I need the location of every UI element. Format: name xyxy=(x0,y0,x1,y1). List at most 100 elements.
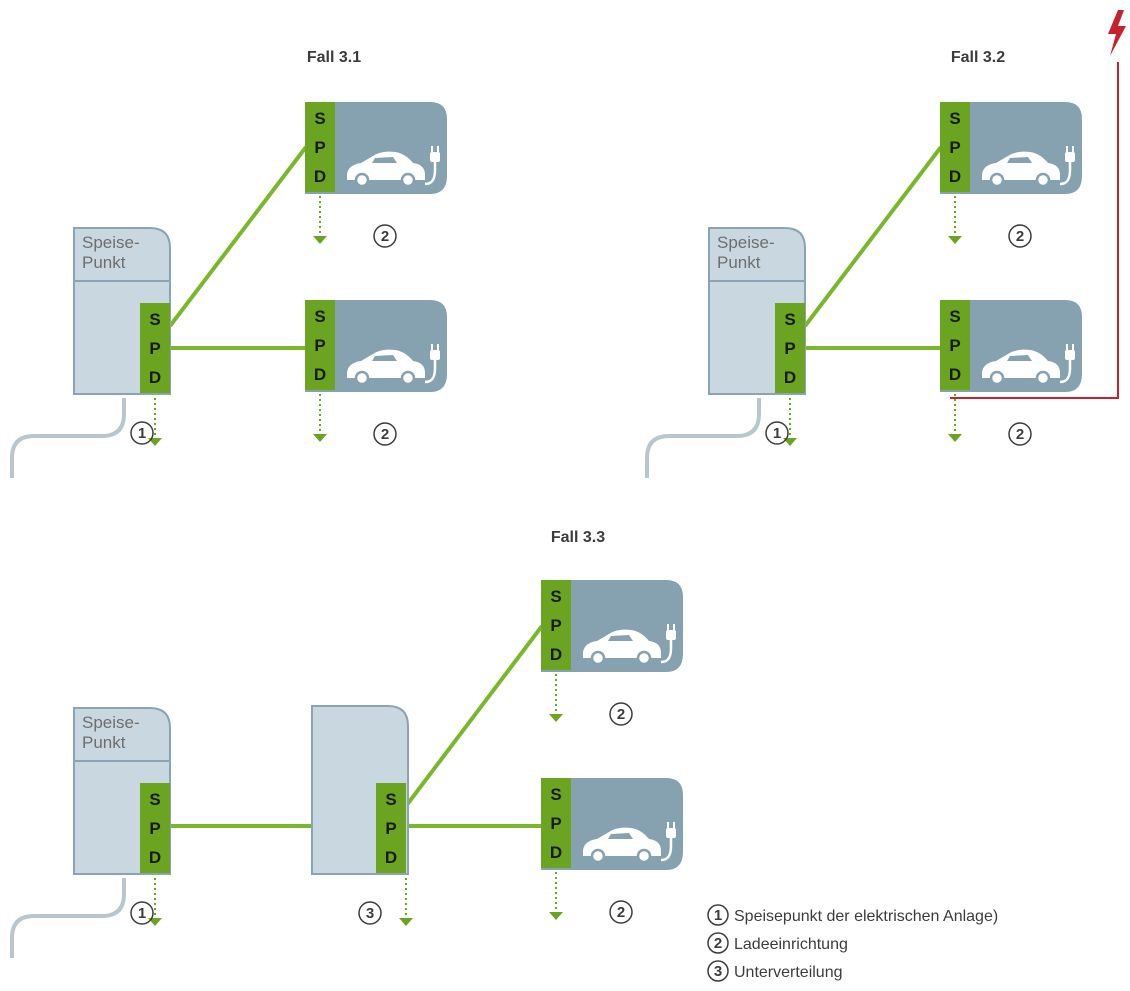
svg-text:2: 2 xyxy=(714,935,722,952)
number-marker-label: 2 xyxy=(381,426,389,443)
spd-strip xyxy=(541,580,571,670)
feed-point-label: Punkt xyxy=(82,733,126,752)
ground-arrow-icon xyxy=(399,878,413,926)
spd-letter: D xyxy=(149,848,161,867)
number-marker: 2 xyxy=(373,422,397,446)
spd-letter: P xyxy=(949,138,960,157)
spd-module: SPD xyxy=(940,102,970,192)
feed-point-label: Speise- xyxy=(82,713,140,732)
spd-letter: D xyxy=(550,843,562,862)
feed-point-label: Speise- xyxy=(717,233,775,252)
lightning-bolt-icon xyxy=(1108,10,1126,56)
spd-letter: S xyxy=(385,790,396,809)
number-marker-label: 2 xyxy=(617,706,625,723)
spd-module: SPD xyxy=(541,580,571,670)
ground-arrow-icon xyxy=(313,394,327,442)
spd-module: SPD xyxy=(140,783,170,873)
number-marker: 2 xyxy=(609,900,633,924)
feed-point-label: Speise- xyxy=(82,233,140,252)
number-marker-label: 1 xyxy=(138,425,146,442)
ground-arrow-icon xyxy=(948,394,962,442)
legend-text-1: Speisepunkt der elektrischen Anlage) xyxy=(734,908,998,925)
supply-cable xyxy=(10,398,126,478)
spd-strip xyxy=(775,303,805,393)
spd-letter: D xyxy=(149,368,161,387)
feed-point-label: Punkt xyxy=(717,253,761,272)
supply-cable xyxy=(10,878,126,958)
number-marker: 1 xyxy=(130,421,154,445)
number-marker-label: 2 xyxy=(1016,426,1024,443)
ground-arrow-icon xyxy=(549,674,563,722)
spd-letter: P xyxy=(149,819,160,838)
charging-station: SPD xyxy=(305,102,447,194)
feed-point-label: Punkt xyxy=(82,253,126,272)
charging-station: SPD xyxy=(541,580,683,672)
spd-module: SPD xyxy=(940,300,970,390)
spd-letter: P xyxy=(949,336,960,355)
legend-item-1: 1 Speisepunkt der elektrischen Anlage) xyxy=(707,904,998,926)
connection-line xyxy=(404,624,544,808)
spd-letter: S xyxy=(314,307,325,326)
spd-letter: S xyxy=(949,307,960,326)
equipment: Speise-PunktSPDSPDSPDSpeise-PunktSPDSPDS… xyxy=(73,102,1082,875)
svg-text:3: 3 xyxy=(714,963,722,980)
legend: 1 Speisepunkt der elektrischen Anlage) 2… xyxy=(707,904,998,982)
ground-arrow-icon xyxy=(549,872,563,920)
labels: 1 2 2 1 2 2 1 3 2 2 xyxy=(130,224,1032,925)
spd-letter: P xyxy=(550,814,561,833)
svg-text:1: 1 xyxy=(714,907,722,924)
ground-arrow-icon xyxy=(948,196,962,244)
number-marker-label: 3 xyxy=(366,905,374,922)
lightning-current-line xyxy=(950,62,1119,399)
connection-line xyxy=(168,145,308,328)
spd-letter: D xyxy=(550,645,562,664)
ground-arrow-icon xyxy=(313,196,327,244)
spd-module: SPD xyxy=(775,303,805,393)
spd-letter: S xyxy=(550,587,561,606)
supply-cable xyxy=(645,398,761,478)
spd-letter: S xyxy=(949,109,960,128)
spd-module: SPD xyxy=(376,783,406,873)
spd-letter: D xyxy=(784,368,796,387)
number-marker: 2 xyxy=(1008,422,1032,446)
number-marker-label: 1 xyxy=(138,905,146,922)
number-marker: 2 xyxy=(1008,224,1032,248)
spd-letter: D xyxy=(314,167,326,186)
spd-letter: D xyxy=(949,365,961,384)
case-title-3-3: Fall 3.3 xyxy=(551,529,605,546)
spd-strip xyxy=(140,783,170,873)
legend-item-2: 2 Ladeeinrichtung xyxy=(707,932,848,954)
spd-module: SPD xyxy=(305,102,335,192)
number-marker: 3 xyxy=(358,901,382,925)
spd-letter: P xyxy=(149,339,160,358)
spd-letter: D xyxy=(949,167,961,186)
number-marker: 1 xyxy=(765,421,789,445)
spd-strip xyxy=(376,783,406,873)
spd-letter: P xyxy=(784,339,795,358)
spd-letter: S xyxy=(149,310,160,329)
number-marker-label: 2 xyxy=(617,904,625,921)
spd-strip xyxy=(305,300,335,390)
charging-station: SPD xyxy=(305,300,447,392)
ground-arrows xyxy=(148,196,962,926)
spd-letter: D xyxy=(314,365,326,384)
spd-letter: P xyxy=(385,819,396,838)
number-marker-label: 2 xyxy=(381,228,389,245)
number-marker: 1 xyxy=(130,901,154,925)
spd-letter: S xyxy=(784,310,795,329)
charging-station: SPD xyxy=(940,300,1082,392)
ground-arrow-icon xyxy=(148,398,162,446)
number-marker: 2 xyxy=(609,702,633,726)
number-marker-label: 2 xyxy=(1016,228,1024,245)
case-title-3-1: Fall 3.1 xyxy=(307,49,361,66)
connection-line xyxy=(803,145,943,328)
legend-text-3: Unterverteilung xyxy=(734,964,843,981)
spd-letter: S xyxy=(550,785,561,804)
spd-module: SPD xyxy=(140,303,170,393)
number-marker: 2 xyxy=(373,224,397,248)
ground-arrow-icon xyxy=(148,878,162,926)
